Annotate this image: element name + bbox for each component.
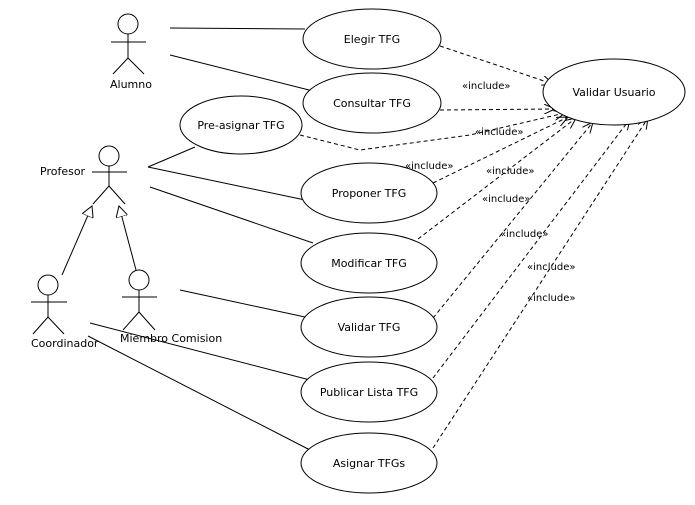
include-arrow-validar [432, 122, 593, 319]
assoc-profesor-modificar [149, 186, 314, 244]
include-dependencies [299, 45, 648, 449]
use-case-validar-usuario: Validar Usuario [542, 58, 686, 126]
include-label: «include» [405, 161, 453, 172]
use-case-label: Validar TFG [338, 321, 401, 334]
include-label: «include» [500, 229, 548, 240]
assoc-profesor-preasignar [147, 146, 196, 168]
include-label: «include» [475, 127, 523, 138]
assoc-alumno-consultar [169, 54, 314, 92]
include-arrow-modificar [417, 118, 576, 240]
actor-label: Alumno [110, 78, 152, 91]
use-case-label: Modificar TFG [331, 257, 407, 270]
use-case-consultar-tfg: Consultar TFG [302, 72, 442, 134]
include-label: «include» [527, 293, 575, 304]
assoc-alumno-elegir [169, 27, 306, 30]
actor-label: Profesor [40, 165, 86, 178]
use-case-label: Consultar TFG [333, 97, 411, 110]
include-label: «include» [482, 194, 530, 205]
associations [87, 27, 314, 451]
assoc-profesor-proponer [147, 166, 306, 201]
use-case-publicar-lista-tfg: Publicar Lista TFG [300, 361, 438, 423]
assoc-coordinador-asignar [87, 335, 311, 451]
include-arrow-preasignar [299, 113, 565, 151]
include-arrow-asignar [432, 118, 648, 449]
actor-alumno: Alumno [110, 13, 152, 91]
generalization-coordinador-profesor [61, 206, 92, 276]
generalizations [61, 206, 137, 276]
use-case-validar-tfg: Validar TFG [300, 296, 438, 358]
include-label: «include» [462, 81, 510, 92]
actor-label: Miembro Comision [120, 332, 222, 345]
actor-label: Coordinador [31, 337, 99, 350]
actor-miembro-comision: Miembro Comision [120, 269, 222, 345]
include-label: «include» [527, 262, 575, 273]
generalization-comision-profesor [119, 206, 137, 271]
use-case-label: Proponer TFG [332, 187, 407, 200]
assoc-coordinador-publicar [89, 322, 311, 381]
use-case-proponer-tfg: Proponer TFG [300, 162, 438, 224]
actors: Alumno Profesor Coordinador Miembro Comi… [31, 13, 222, 350]
assoc-comision-validar [179, 289, 306, 318]
use-case-label: Pre-asignar TFG [197, 119, 284, 132]
actor-profesor: Profesor [40, 145, 127, 205]
use-case-label: Publicar Lista TFG [320, 386, 418, 399]
use-cases: Elegir TFG Consultar TFG Pre-asignar TFG… [179, 8, 686, 494]
include-labels: «include» «include» «include» «include» … [405, 81, 575, 304]
actor-coordinador: Coordinador [31, 274, 99, 350]
use-case-label: Asignar TFGs [333, 457, 406, 470]
use-case-modificar-tfg: Modificar TFG [300, 232, 438, 294]
include-arrow-elegir [439, 45, 553, 84]
use-case-label: Validar Usuario [572, 86, 655, 99]
use-case-asignar-tfgs: Asignar TFGs [300, 432, 438, 494]
include-arrow-publicar [432, 119, 630, 379]
use-case-elegir-tfg: Elegir TFG [302, 8, 442, 70]
use-case-label: Elegir TFG [344, 33, 400, 46]
use-case-preasignar-tfg: Pre-asignar TFG [179, 95, 303, 155]
include-arrow-consultar [439, 109, 555, 110]
include-label: «include» [486, 166, 534, 177]
